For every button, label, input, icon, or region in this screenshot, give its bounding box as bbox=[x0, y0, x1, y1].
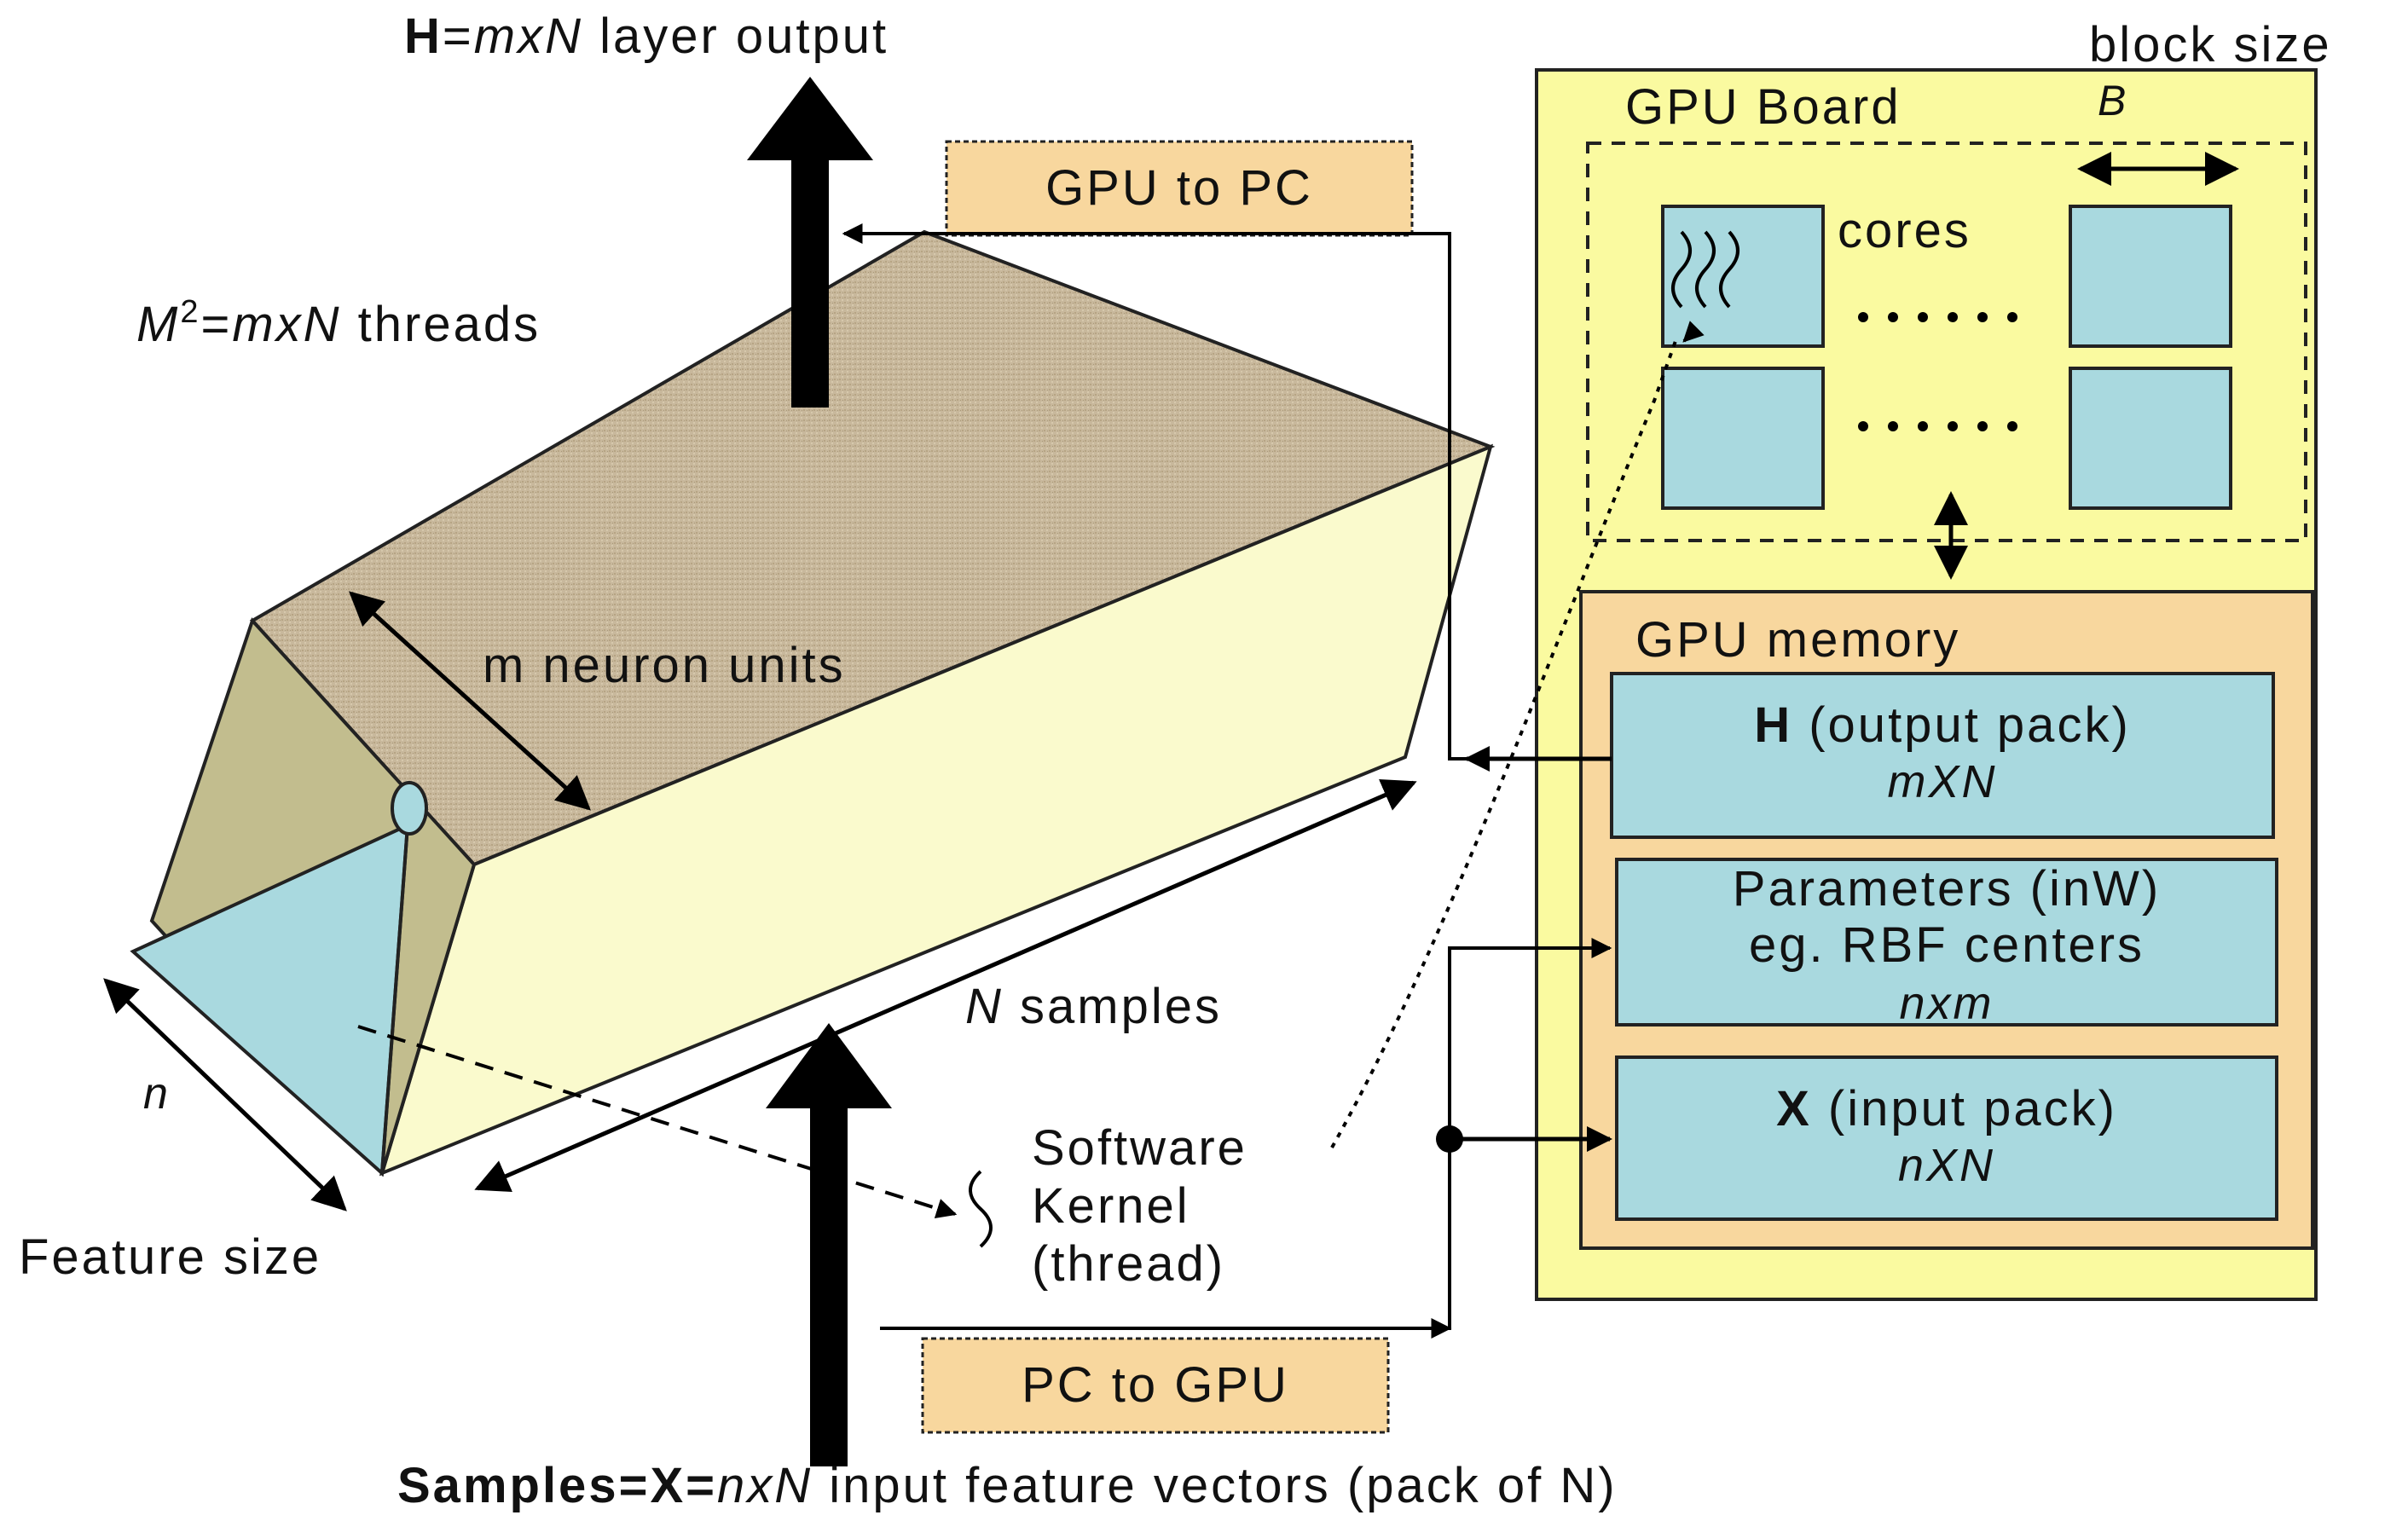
input-pack-title: X (input pack) bbox=[1776, 1081, 2117, 1136]
core-block-3 bbox=[1661, 367, 1825, 510]
block-size-label: block size bbox=[2089, 17, 2332, 72]
gpu-to-pc-box bbox=[945, 140, 1414, 237]
threads-label: M2=mxN threads bbox=[136, 294, 541, 352]
gpu-board-label: GPU Board bbox=[1625, 79, 1902, 135]
gpu-to-pc-label: GPU to PC bbox=[1045, 160, 1313, 216]
software-kernel-line1: Software bbox=[1032, 1120, 1247, 1176]
input-pack-box bbox=[1615, 1055, 2278, 1221]
neuron-node bbox=[391, 781, 428, 836]
gpu-memory-label: GPU memory bbox=[1635, 612, 1960, 668]
thread-squiggle-icon bbox=[1671, 230, 1739, 309]
bottom-caption: Samples=X=nxN input feature vectors (pac… bbox=[397, 1458, 1618, 1513]
kernel-dashed-pointer bbox=[357, 1025, 958, 1218]
output-big-arrow bbox=[747, 77, 873, 408]
software-kernel-line2: Kernel bbox=[1032, 1178, 1190, 1234]
core-block-2 bbox=[2069, 205, 2232, 348]
input-pack-dims: nXN bbox=[1898, 1140, 1995, 1191]
n-samples-arrow bbox=[474, 778, 1417, 1193]
core-block-4 bbox=[2069, 367, 2232, 510]
kernel-to-core-arrow bbox=[1682, 321, 1705, 343]
parameters-dims: nxm bbox=[1899, 978, 1994, 1029]
core-ellipsis-top bbox=[1858, 312, 2017, 322]
core-ellipsis-bottom bbox=[1858, 421, 2017, 431]
cores-region bbox=[1586, 142, 2307, 542]
neuron-units-label: m neuron units bbox=[483, 638, 846, 693]
feature-size-label: Feature size bbox=[19, 1229, 321, 1285]
layer-output-label: H=mxN layer output bbox=[404, 9, 889, 64]
junction-dot bbox=[1436, 1125, 1463, 1153]
prism-end-edge bbox=[380, 824, 409, 1174]
output-pack-title: H (output pack) bbox=[1754, 697, 2131, 753]
pc-to-gpu-box bbox=[921, 1337, 1390, 1434]
neuron-units-arrow bbox=[349, 591, 591, 811]
feature-size-arrow bbox=[103, 978, 347, 1212]
input-big-arrow bbox=[766, 1023, 892, 1466]
pc-to-gpu-label: PC to GPU bbox=[1022, 1357, 1289, 1413]
output-pack-box bbox=[1610, 672, 2275, 839]
cores-label: cores bbox=[1838, 203, 1971, 258]
output-pack-dims: mXN bbox=[1888, 756, 1998, 807]
software-kernel-line3: (thread) bbox=[1032, 1236, 1225, 1292]
parameters-box bbox=[1615, 858, 2278, 1027]
kernel-core-dotted-link bbox=[1330, 340, 1677, 1148]
n-samples-label: N samples bbox=[965, 979, 1222, 1034]
parameters-line2: eg. RBF centers bbox=[1749, 917, 2145, 973]
core-block-1 bbox=[1661, 205, 1825, 348]
parameters-title: Parameters (inW) bbox=[1733, 861, 2161, 917]
block-symbol-label: B bbox=[2098, 77, 2126, 124]
n-label: n bbox=[143, 1069, 168, 1119]
kernel-squiggle-icon bbox=[969, 1170, 993, 1248]
